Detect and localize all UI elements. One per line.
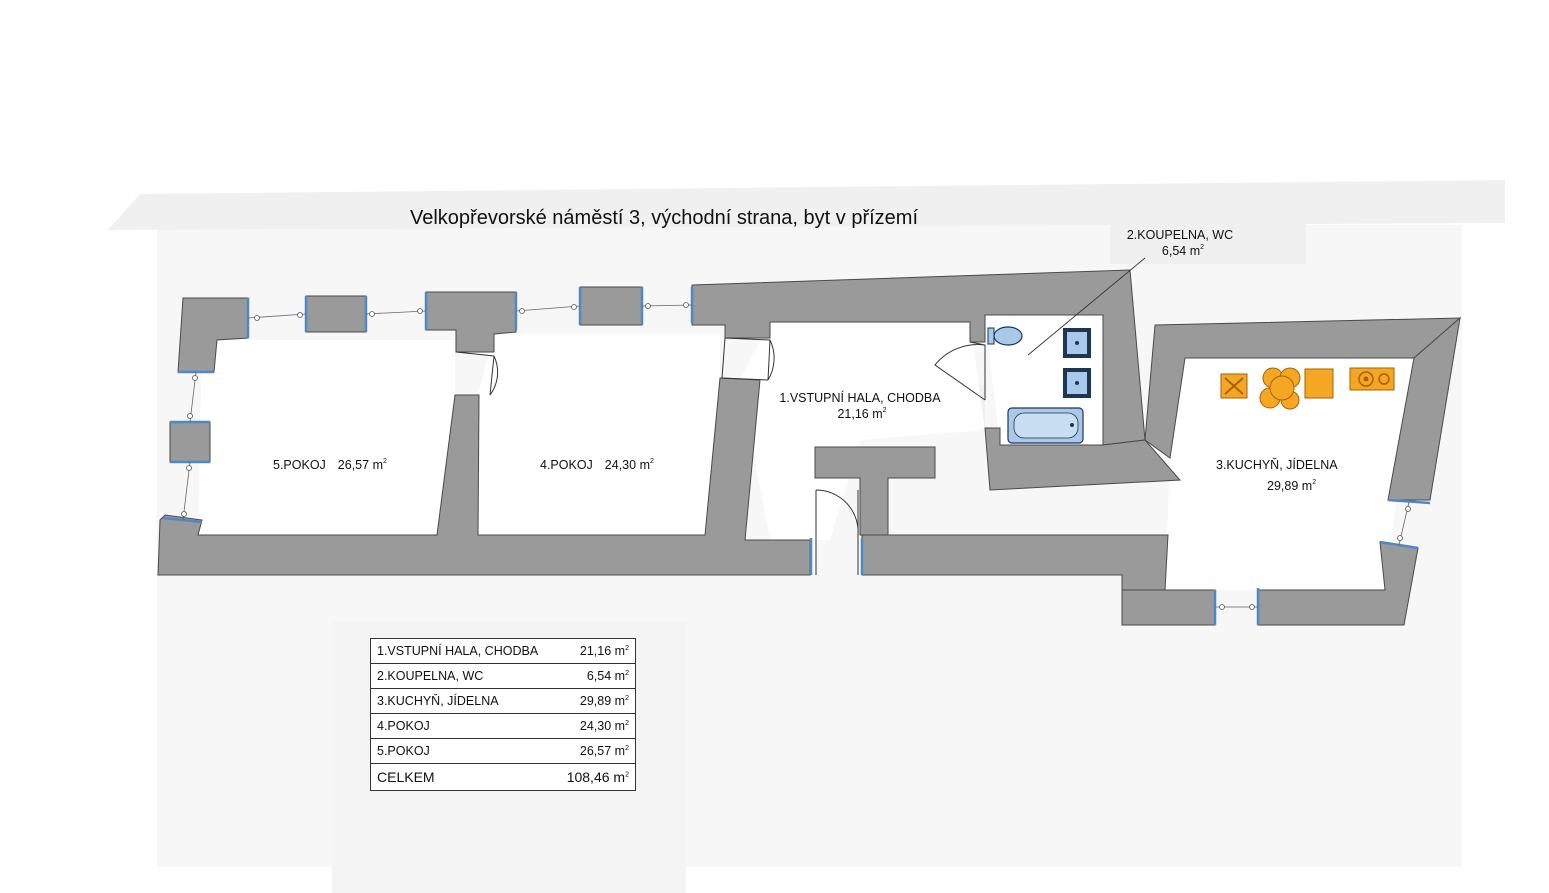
window-pier bbox=[579, 286, 643, 326]
table-cell-area: 21,16 m2 bbox=[555, 638, 636, 664]
area-value: 21,16 bbox=[579, 644, 612, 658]
table-total-row: CELKEM 108,46 m2 bbox=[369, 763, 636, 791]
wall bbox=[157, 377, 811, 576]
label-kitchen-area: 29,89 m2 bbox=[1267, 479, 1316, 493]
walls bbox=[157, 269, 1462, 626]
area-unit-exp: 2 bbox=[650, 458, 654, 465]
area-unit: m bbox=[1190, 244, 1200, 258]
fridge-icon bbox=[1304, 368, 1334, 399]
area-table-body: 1.VSTUPNÍ HALA, CHODBA 21,16 m2 2.KOUPEL… bbox=[369, 638, 636, 791]
area-unit: m bbox=[614, 744, 626, 758]
area-unit: m bbox=[614, 669, 626, 683]
room-name: 5.POKOJ bbox=[273, 458, 326, 472]
area-unit-exp: 2 bbox=[625, 771, 629, 779]
table-cell-name: 2.KOUPELNA, WC bbox=[369, 663, 556, 689]
label-bath-area: 6,54 m2 bbox=[1162, 244, 1204, 258]
table-row: 4.POKOJ 24,30 m2 bbox=[369, 713, 636, 739]
wall bbox=[1387, 316, 1461, 501]
wall bbox=[1121, 589, 1216, 626]
area-unit-exp: 2 bbox=[625, 644, 629, 652]
table-total-label: CELKEM bbox=[369, 763, 556, 791]
area-unit: m bbox=[614, 644, 626, 658]
stove-icon bbox=[1220, 373, 1248, 399]
area-unit: m bbox=[1302, 479, 1312, 493]
label-room4: 4.POKOJ 24,30 m2 bbox=[540, 458, 654, 472]
label-hall-area: 21,16 m2 bbox=[837, 407, 886, 421]
table-cell-name: 5.POKOJ bbox=[369, 738, 556, 764]
area-value: 26,57 bbox=[338, 458, 369, 472]
area-unit-exp: 2 bbox=[625, 694, 629, 702]
toilet-icon bbox=[987, 326, 1023, 346]
area-value: 24,30 bbox=[579, 719, 612, 733]
table-row: 5.POKOJ 26,57 m2 bbox=[369, 738, 636, 764]
area-table: 1.VSTUPNÍ HALA, CHODBA 21,16 m2 2.KOUPEL… bbox=[369, 638, 636, 791]
bathtub-icon bbox=[1007, 407, 1084, 444]
area-unit: m bbox=[613, 769, 626, 785]
window-handles bbox=[181, 302, 1411, 610]
area-unit-exp: 2 bbox=[1200, 244, 1204, 251]
wall bbox=[984, 427, 1182, 491]
table-cell-area: 6,54 m2 bbox=[555, 663, 636, 689]
table-cell-area: 26,57 m2 bbox=[555, 738, 636, 764]
area-value: 6,54 bbox=[586, 669, 612, 683]
table-total-area: 108,46 m2 bbox=[555, 763, 636, 791]
title-band bbox=[108, 180, 1505, 230]
table-cell-name: 4.POKOJ bbox=[369, 713, 556, 739]
door-entrance bbox=[815, 489, 859, 575]
table-cell-name: 3.KUCHYŇ, JÍDELNA bbox=[369, 688, 556, 714]
doors bbox=[455, 337, 986, 575]
area-value: 6,54 bbox=[1162, 244, 1186, 258]
sink-icon bbox=[1063, 368, 1091, 398]
door-hall-room4 bbox=[721, 337, 775, 381]
callout-band bbox=[1110, 222, 1306, 264]
area-value: 26,57 bbox=[579, 744, 612, 758]
callout-leader-line bbox=[1027, 257, 1146, 356]
dining-table-icon bbox=[1259, 367, 1301, 410]
area-unit: m bbox=[614, 719, 626, 733]
table-row: 3.KUCHYŇ, JÍDELNA 29,89 m2 bbox=[369, 688, 636, 714]
sink-icon bbox=[1063, 328, 1091, 358]
area-unit-exp: 2 bbox=[625, 669, 629, 677]
door-room4-room5 bbox=[455, 351, 499, 396]
window-pier bbox=[169, 421, 211, 463]
area-unit-exp: 2 bbox=[625, 744, 629, 752]
area-unit-exp: 2 bbox=[625, 719, 629, 727]
table-row: 1.VSTUPNÍ HALA, CHODBA 21,16 m2 bbox=[369, 638, 636, 664]
area-unit: m bbox=[640, 458, 650, 472]
window-piers bbox=[169, 286, 643, 463]
area-value: 108,46 bbox=[566, 769, 610, 785]
area-value: 21,16 bbox=[837, 407, 868, 421]
label-room5: 5.POKOJ 26,57 m2 bbox=[273, 458, 387, 472]
window-pier bbox=[305, 295, 367, 333]
label-bath-name: 2.KOUPELNA, WC bbox=[1127, 228, 1233, 242]
cooktop-icon bbox=[1349, 367, 1395, 391]
area-unit-exp: 2 bbox=[1312, 479, 1316, 486]
label-kitchen-name: 3.KUCHYŇ, JÍDELNA bbox=[1216, 457, 1338, 472]
area-unit-exp: 2 bbox=[883, 407, 887, 414]
plan-title: Velkopřevorské náměstí 3, východní stran… bbox=[410, 207, 918, 229]
table-cell-name: 1.VSTUPNÍ HALA, CHODBA bbox=[369, 638, 556, 664]
area-unit: m bbox=[614, 694, 626, 708]
table-cell-area: 24,30 m2 bbox=[555, 713, 636, 739]
area-unit: m bbox=[373, 458, 383, 472]
area-value: 29,89 bbox=[579, 694, 612, 708]
room-name: 4.POKOJ bbox=[540, 458, 593, 472]
area-value: 24,30 bbox=[605, 458, 636, 472]
label-hall-name: 1.VSTUPNÍ HALA, CHODBA bbox=[779, 390, 941, 405]
table-row: 2.KOUPELNA, WC 6,54 m2 bbox=[369, 663, 636, 689]
table-cell-area: 29,89 m2 bbox=[555, 688, 636, 714]
area-value: 29,89 bbox=[1267, 479, 1298, 493]
door-bath bbox=[934, 341, 986, 401]
area-unit-exp: 2 bbox=[383, 458, 387, 465]
area-unit: m bbox=[872, 407, 882, 421]
